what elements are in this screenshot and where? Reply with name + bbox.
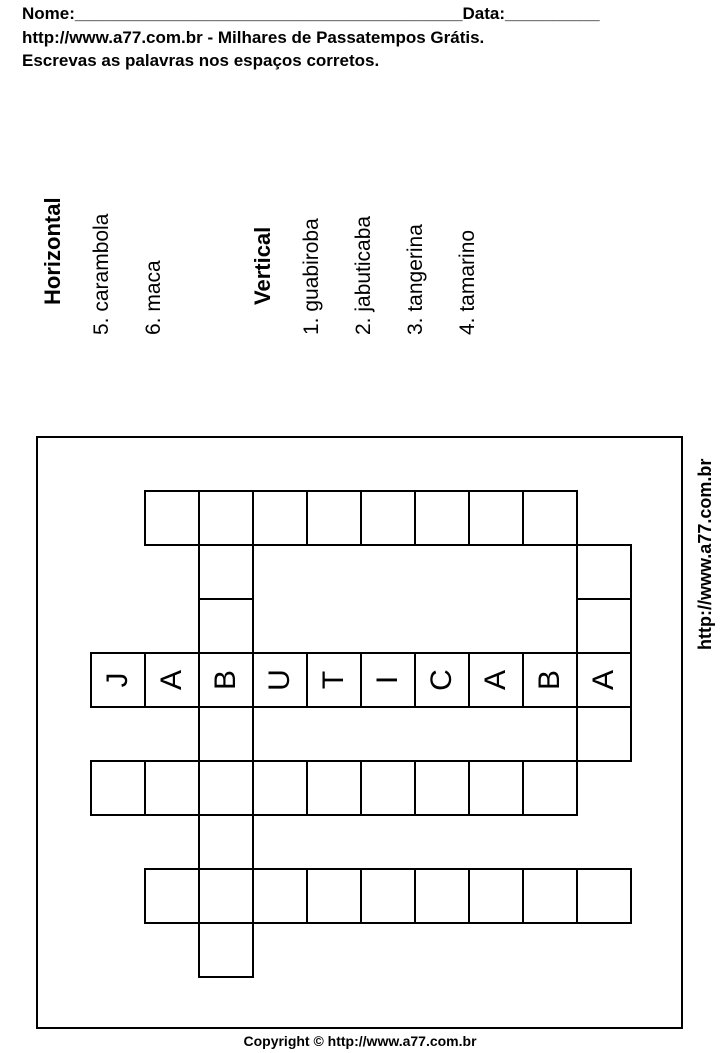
- grid-cell[interactable]: [576, 544, 632, 600]
- clue-horizontal-5: 5. carambola: [90, 213, 113, 335]
- grid-cell[interactable]: [144, 868, 200, 924]
- grid-cell[interactable]: [522, 868, 578, 924]
- grid-cell[interactable]: [198, 598, 254, 654]
- grid-cell[interactable]: U: [252, 652, 308, 708]
- grid-cell[interactable]: [198, 814, 254, 870]
- grid-cell[interactable]: [360, 760, 416, 816]
- grid-cell[interactable]: A: [576, 652, 632, 708]
- grid-letter: A: [155, 669, 188, 691]
- header-name-date-line: Nome:___________________________________…: [22, 4, 600, 23]
- grid-cell[interactable]: [252, 490, 308, 546]
- grid-letter: T: [317, 670, 350, 690]
- grid-cell[interactable]: [414, 490, 470, 546]
- grid-cell[interactable]: [198, 760, 254, 816]
- grid-cell[interactable]: [198, 868, 254, 924]
- grid-cell[interactable]: [306, 868, 362, 924]
- clue-vertical-2: 2. jabuticaba: [352, 215, 375, 335]
- clue-vertical-3: 3. tangerina: [404, 224, 427, 335]
- grid-cell[interactable]: [576, 598, 632, 654]
- grid-cell[interactable]: [576, 868, 632, 924]
- grid-cell[interactable]: [198, 544, 254, 600]
- grid-cell[interactable]: [90, 760, 146, 816]
- clues-horizontal-title: Horizontal: [40, 197, 65, 305]
- grid-cell[interactable]: [306, 760, 362, 816]
- grid-cell[interactable]: [414, 868, 470, 924]
- grid-cell[interactable]: [576, 706, 632, 762]
- grid-cell[interactable]: [522, 760, 578, 816]
- header-site-line: http://www.a77.com.br - Milhares de Pass…: [22, 28, 485, 47]
- grid-cell[interactable]: A: [468, 652, 524, 708]
- grid-cell[interactable]: [306, 490, 362, 546]
- clues-vertical-title: Vertical: [250, 226, 275, 305]
- header-instruction-line: Escrevas as palavras nos espaços correto…: [22, 51, 380, 70]
- grid-cell[interactable]: I: [360, 652, 416, 708]
- grid-cell[interactable]: [468, 868, 524, 924]
- grid-cell[interactable]: [414, 760, 470, 816]
- grid-cell[interactable]: [198, 922, 254, 978]
- grid-cell[interactable]: [144, 760, 200, 816]
- grid-letter: A: [587, 669, 620, 691]
- clue-vertical-4: 4. tamarino: [456, 229, 479, 335]
- grid-letter: C: [425, 669, 458, 691]
- grid-letter: I: [371, 675, 404, 685]
- grid-cell[interactable]: [468, 490, 524, 546]
- grid-cell[interactable]: [198, 490, 254, 546]
- grid-letter: U: [263, 669, 296, 691]
- grid-letter: J: [101, 672, 134, 688]
- side-url: http://www.a77.com.br: [695, 458, 715, 650]
- grid-cell[interactable]: J: [90, 652, 146, 708]
- grid-cell[interactable]: A: [144, 652, 200, 708]
- clue-horizontal-6: 6. maca: [142, 260, 165, 335]
- grid-letter: B: [533, 669, 566, 691]
- grid-cell[interactable]: [360, 490, 416, 546]
- grid-cell[interactable]: [198, 706, 254, 762]
- grid-cell[interactable]: B: [198, 652, 254, 708]
- grid-cell[interactable]: [252, 868, 308, 924]
- grid-cell[interactable]: [144, 490, 200, 546]
- grid-cell[interactable]: [468, 760, 524, 816]
- grid-cell[interactable]: B: [522, 652, 578, 708]
- clue-vertical-1: 1. guabiroba: [300, 218, 323, 335]
- grid-letter: A: [479, 669, 512, 691]
- grid-cell[interactable]: T: [306, 652, 362, 708]
- grid-cell[interactable]: [252, 760, 308, 816]
- copyright-footer: Copyright © http://www.a77.com.br: [243, 1033, 477, 1049]
- grid-cell[interactable]: C: [414, 652, 470, 708]
- grid-cell[interactable]: [522, 490, 578, 546]
- grid-letter: B: [209, 669, 242, 691]
- puzzle-frame: [36, 436, 683, 1029]
- grid-cell[interactable]: [360, 868, 416, 924]
